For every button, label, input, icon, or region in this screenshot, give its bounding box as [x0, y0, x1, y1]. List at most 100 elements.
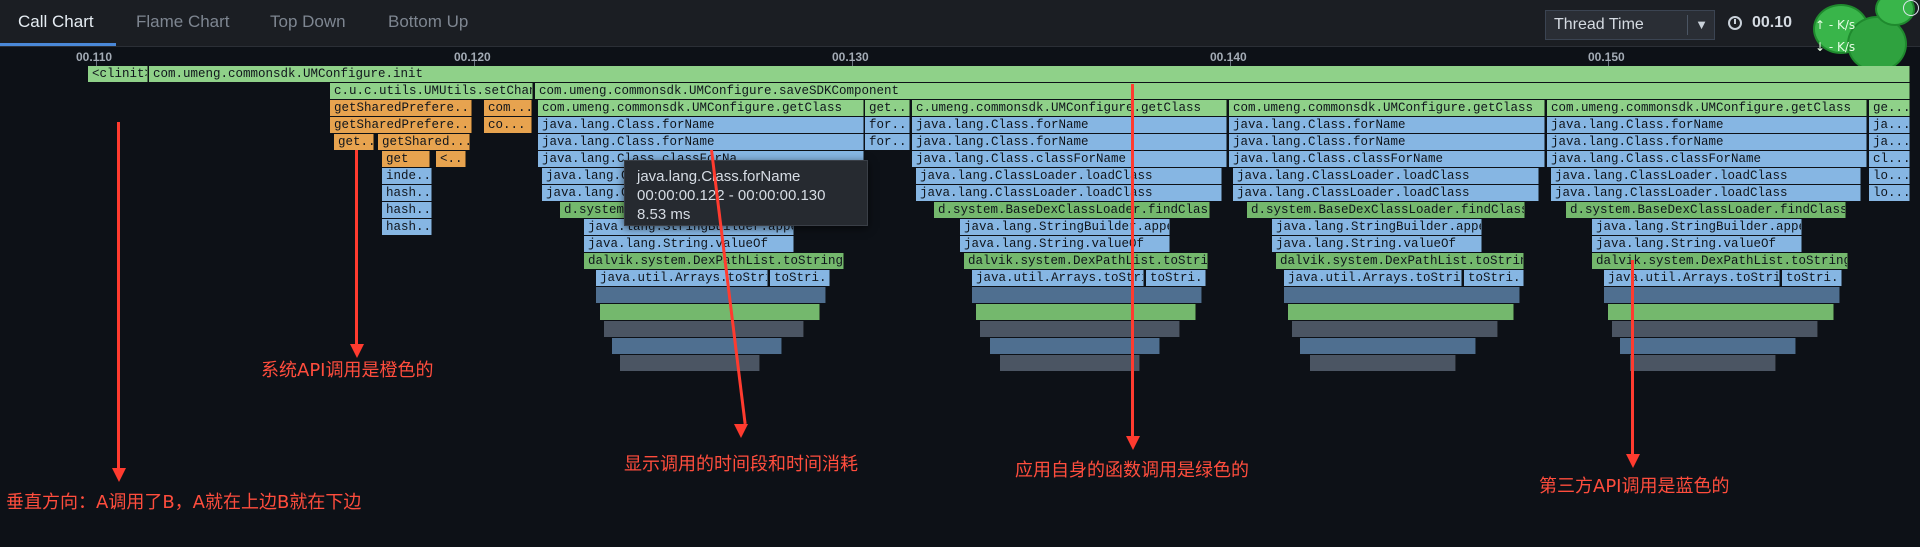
frame-class-for-name[interactable]: java.lang.Class.classForName — [1229, 151, 1545, 167]
frame-unlabeled[interactable] — [1310, 355, 1456, 371]
frame-hash[interactable]: hash... — [382, 202, 432, 218]
frame-tail[interactable]: lo... — [1869, 185, 1910, 201]
frame-load-class[interactable]: java.lang.ClassLoader.loadClass — [1233, 185, 1539, 201]
frame-get-shared-prefs[interactable]: getSharedPrefere... — [330, 100, 472, 116]
frame-for-name[interactable]: java.lang.Class.forName — [912, 134, 1227, 150]
frame-find-class[interactable]: d.system.BaseDexClassLoader.findClass — [1247, 202, 1525, 218]
frame-unlabeled[interactable] — [1000, 355, 1140, 371]
frame-arrays-to-string[interactable]: java.util.Arrays.toString — [1284, 270, 1462, 286]
thread-time-select[interactable]: Thread Time ▼ — [1545, 10, 1715, 40]
frame-for-name[interactable]: java.lang.Class.forName — [1547, 134, 1867, 150]
frame-get-class[interactable]: c.umeng.commonsdk.UMConfigure.getClass — [912, 100, 1227, 116]
frame-load-class[interactable]: java.lang.ClassLoader.loadClass — [916, 185, 1222, 201]
frame-unlabeled[interactable] — [976, 304, 1196, 320]
frame-for-name[interactable]: java.lang.Class.forName — [538, 134, 864, 150]
frame-get-short[interactable]: get... — [865, 100, 910, 116]
frame-unlabeled[interactable] — [1630, 355, 1776, 371]
frame-com[interactable]: com... — [484, 100, 532, 116]
frame-d-system[interactable]: d.system. — [560, 202, 630, 218]
frame-unlabeled[interactable] — [1612, 321, 1818, 337]
widget-menu-button[interactable] — [1903, 0, 1919, 16]
frame-unlabeled[interactable] — [600, 304, 820, 320]
frame-append[interactable]: java.lang.StringBuilder.append — [1592, 219, 1802, 235]
annotation-arrow-head — [112, 468, 126, 482]
frame-get[interactable]: get... — [334, 134, 374, 150]
frame-get-class[interactable]: com.umeng.commonsdk.UMConfigure.getClass — [1547, 100, 1867, 116]
frame-to-string[interactable]: toStri... — [1146, 270, 1206, 286]
frame-unlabeled[interactable] — [1300, 338, 1476, 354]
frame-unlabeled[interactable] — [604, 321, 804, 337]
frame-arrays-to-string[interactable]: java.util.Arrays.toString — [596, 270, 768, 286]
call-chart[interactable]: <clinit> com.umeng.commonsdk.UMConfigure… — [0, 66, 1920, 447]
frame-for-name[interactable]: java.lang.Class.forName — [1229, 134, 1545, 150]
frame-unlabeled[interactable] — [990, 338, 1160, 354]
frame-lt[interactable]: <... — [436, 151, 466, 167]
frame-to-string[interactable]: toStri... — [1782, 270, 1842, 286]
frame-dex-path-list[interactable]: dalvik.system.DexPathList.toString — [1276, 253, 1524, 269]
frame-load-class[interactable]: java.lang.ClassLoader.loadClass — [1233, 168, 1539, 184]
frame-dex-path-list[interactable]: dalvik.system.DexPathList.toString — [1592, 253, 1848, 269]
frame-for-short[interactable]: for... — [865, 117, 910, 133]
frame-load-class[interactable]: java.lang.ClassLoader.loadClass — [916, 168, 1222, 184]
frame-find-class[interactable]: d.system.BaseDexClassLoader.findClass — [934, 202, 1210, 218]
frame-for-name[interactable]: java.lang.Class.forName — [1229, 117, 1545, 133]
frame-dex-path-list[interactable]: dalvik.system.DexPathList.toString — [964, 253, 1208, 269]
frame-class-for-name[interactable]: java.lang.Class.classForName — [912, 151, 1227, 167]
frame-loader-partial[interactable]: java.lang.Cla — [542, 185, 630, 201]
frame-value-of[interactable]: java.lang.String.valueOf — [960, 236, 1170, 252]
frame-append[interactable]: java.lang.StringBuilder.append — [960, 219, 1170, 235]
frame-unlabeled[interactable] — [1292, 321, 1498, 337]
frame-get[interactable]: get — [382, 151, 430, 167]
frame-com[interactable]: co... — [484, 117, 532, 133]
frame-unlabeled[interactable] — [972, 287, 1202, 303]
frame-tail[interactable]: lo... — [1869, 168, 1910, 184]
network-speed-widget[interactable]: ↑ - K/s ↓ - K/s — [1795, 0, 1920, 72]
frame-get-shared-prefs[interactable]: getSharedPrefere... — [330, 117, 472, 133]
frame-get-tail[interactable]: ge... — [1869, 100, 1910, 116]
frame-for-name[interactable]: java.lang.Class.forName — [1547, 117, 1867, 133]
frame-unlabeled[interactable] — [980, 321, 1180, 337]
frame-for-name[interactable]: java.lang.Class.forName — [538, 117, 864, 133]
frame-tail[interactable]: cl... — [1869, 151, 1910, 167]
frame-get-shared[interactable]: getShared... — [378, 134, 470, 150]
frame-unlabeled[interactable] — [1620, 338, 1796, 354]
frame-get-class[interactable]: com.umeng.commonsdk.UMConfigure.getClass — [1229, 100, 1545, 116]
frame-value-of[interactable]: java.lang.String.valueOf — [584, 236, 794, 252]
frame-find-class[interactable]: d.system.BaseDexClassLoader.findClass — [1566, 202, 1846, 218]
tab-bottom-up[interactable]: Bottom Up — [388, 12, 469, 31]
frame-value-of[interactable]: java.lang.String.valueOf — [1272, 236, 1482, 252]
tab-flame-chart[interactable]: Flame Chart — [136, 12, 230, 31]
frame-dex-path-list[interactable]: dalvik.system.DexPathList.toString — [584, 253, 844, 269]
frame-value-of[interactable]: java.lang.String.valueOf — [1592, 236, 1802, 252]
frame-unlabeled[interactable] — [1608, 304, 1834, 320]
frame-load-class[interactable]: java.lang.ClassLoader.loadClass — [1551, 185, 1861, 201]
frame-arrays-to-string[interactable]: java.util.Arrays.toString — [972, 270, 1144, 286]
frame-arrays-to-string[interactable]: java.util.Arrays.toString — [1604, 270, 1780, 286]
frame-for-short[interactable]: for... — [865, 134, 910, 150]
frame-to-string[interactable]: toStri... — [770, 270, 830, 286]
tab-top-down[interactable]: Top Down — [270, 12, 346, 31]
frame-unlabeled[interactable] — [596, 287, 826, 303]
frame-unlabeled[interactable] — [620, 355, 760, 371]
frame-unlabeled[interactable] — [612, 338, 782, 354]
frame-to-string[interactable]: toStri... — [1464, 270, 1524, 286]
frame-hash[interactable]: hash... — [382, 219, 432, 235]
frame-unlabeled[interactable] — [1604, 287, 1840, 303]
frame-append[interactable]: java.lang.StringBuilder.append — [1272, 219, 1482, 235]
frame-load-class[interactable]: java.lang.ClassLoader.loadClass — [1551, 168, 1861, 184]
frame-hash[interactable]: hash... — [382, 185, 432, 201]
frame-tail[interactable]: ja... — [1869, 117, 1910, 133]
frame-unlabeled[interactable] — [1288, 304, 1514, 320]
frame-index[interactable]: inde... — [382, 168, 432, 184]
frame-get-class[interactable]: com.umeng.commonsdk.UMConfigure.getClass — [538, 100, 864, 116]
frame-save-sdk-component[interactable]: com.umeng.commonsdk.UMConfigure.saveSDKC… — [535, 83, 1910, 99]
frame-unlabeled[interactable] — [1284, 287, 1520, 303]
frame-loader-partial[interactable]: java.lang.Cla — [542, 168, 630, 184]
frame-set-channel[interactable]: c.u.c.utils.UMUtils.setChannel — [330, 83, 533, 99]
tab-call-chart[interactable]: Call Chart — [18, 12, 94, 31]
frame-umconfigure-init[interactable]: com.umeng.commonsdk.UMConfigure.init — [149, 66, 1910, 82]
frame-for-name[interactable]: java.lang.Class.forName — [912, 117, 1227, 133]
frame-clinit[interactable]: <clinit> — [88, 66, 148, 82]
frame-tail[interactable]: ja... — [1869, 134, 1910, 150]
frame-class-for-name[interactable]: java.lang.Class.classForName — [1547, 151, 1867, 167]
